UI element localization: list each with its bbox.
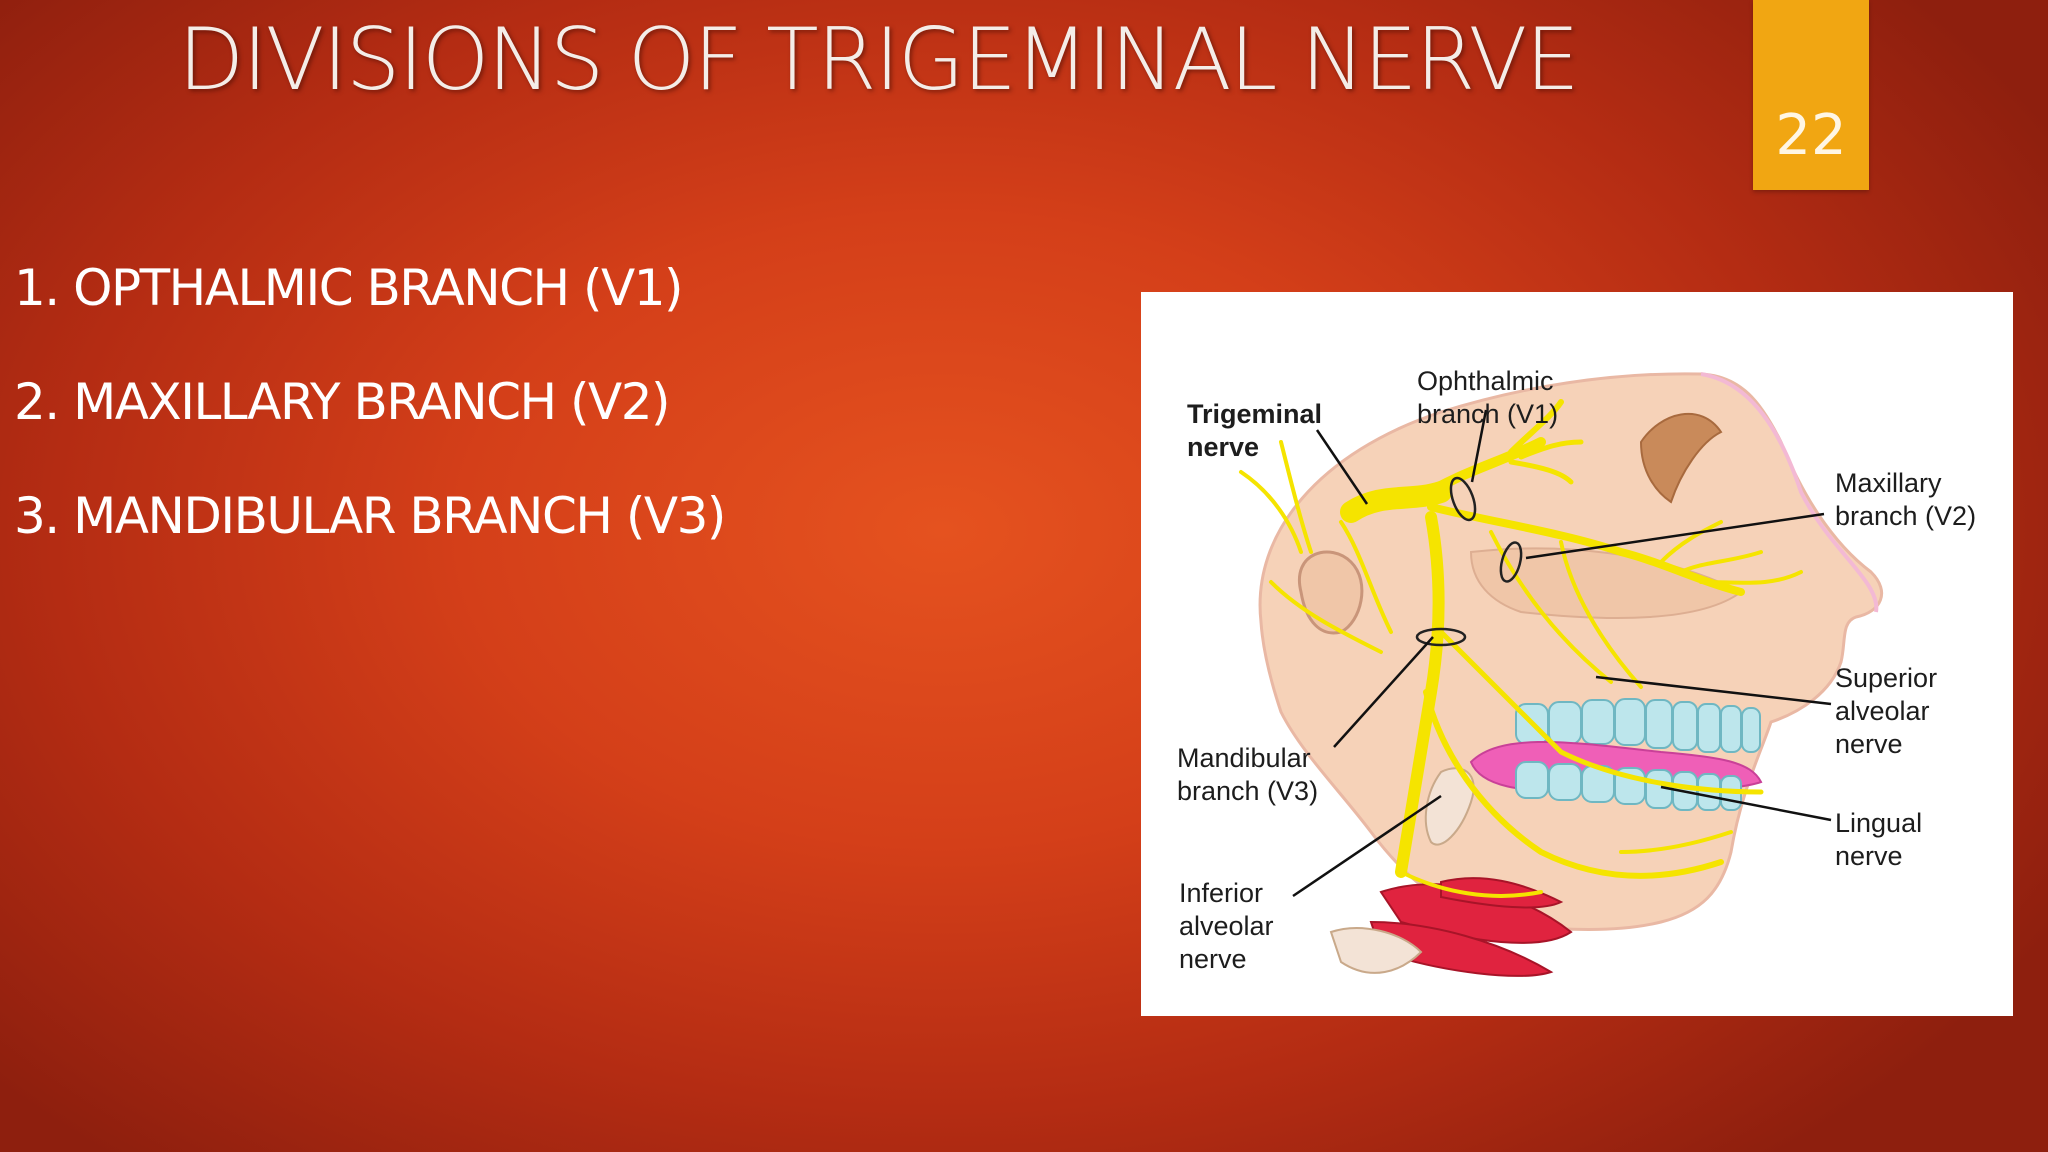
leader-lines	[1292, 409, 1832, 898]
branch-list: 1. OPTHALMIC BRANCH (V1) 2. MAXILLARY BR…	[14, 248, 726, 590]
lingual-nerve-path	[1438, 629, 1764, 795]
face-outline-pink	[1700, 372, 1879, 613]
label-superior-alveolar-nerve: Superior alveolar nerve	[1835, 663, 1938, 759]
page-number: 22	[1775, 103, 1847, 168]
maxillary-nerve	[1427, 503, 1745, 596]
label-maxillary-branch: Maxillary branch (V2)	[1835, 468, 1977, 531]
hyoid-bone	[1329, 927, 1423, 974]
orbit-shape	[1639, 413, 1723, 504]
superior-alveolar-branches	[1489, 530, 1613, 684]
label-mandibular-branch: Mandibular branch (V3)	[1177, 743, 1319, 806]
branch-item-ophthalmic: 1. OPTHALMIC BRANCH (V1)	[14, 259, 684, 317]
label-inferior-alveolar-nerve: Inferior alveolar nerve	[1179, 878, 1274, 974]
head-nerve-drawing	[1239, 372, 1884, 977]
branch-ring-markers	[1415, 476, 1523, 647]
label-ophthalmic-branch: Ophthalmic branch (V1)	[1417, 366, 1559, 429]
nerve-branches	[1239, 399, 1803, 898]
page-number-badge: 22	[1753, 0, 1869, 190]
ophthalmic-nerve	[1416, 437, 1546, 502]
lower-teeth	[1515, 761, 1742, 811]
branch-item-maxillary: 2. MAXILLARY BRANCH (V2)	[14, 373, 671, 431]
trigeminal-nerve-illustration: Trigeminal nerve Ophthalmic branch (V1) …	[1141, 292, 2013, 1016]
label-lingual-nerve: Lingual nerve	[1835, 808, 1923, 871]
ear-shape	[1297, 550, 1364, 635]
label-trigeminal-nerve: Trigeminal nerve	[1187, 399, 1323, 462]
branch-item-mandibular: 3. MANDIBULAR BRANCH (V3)	[14, 487, 726, 545]
nasal-area	[1469, 547, 1743, 619]
inferior-alveolar-nerve-path	[1423, 689, 1724, 879]
slide-title: DIVISIONS OF TRIGEMINAL NERVE	[178, 10, 1580, 110]
neck-muscles	[1369, 877, 1573, 977]
